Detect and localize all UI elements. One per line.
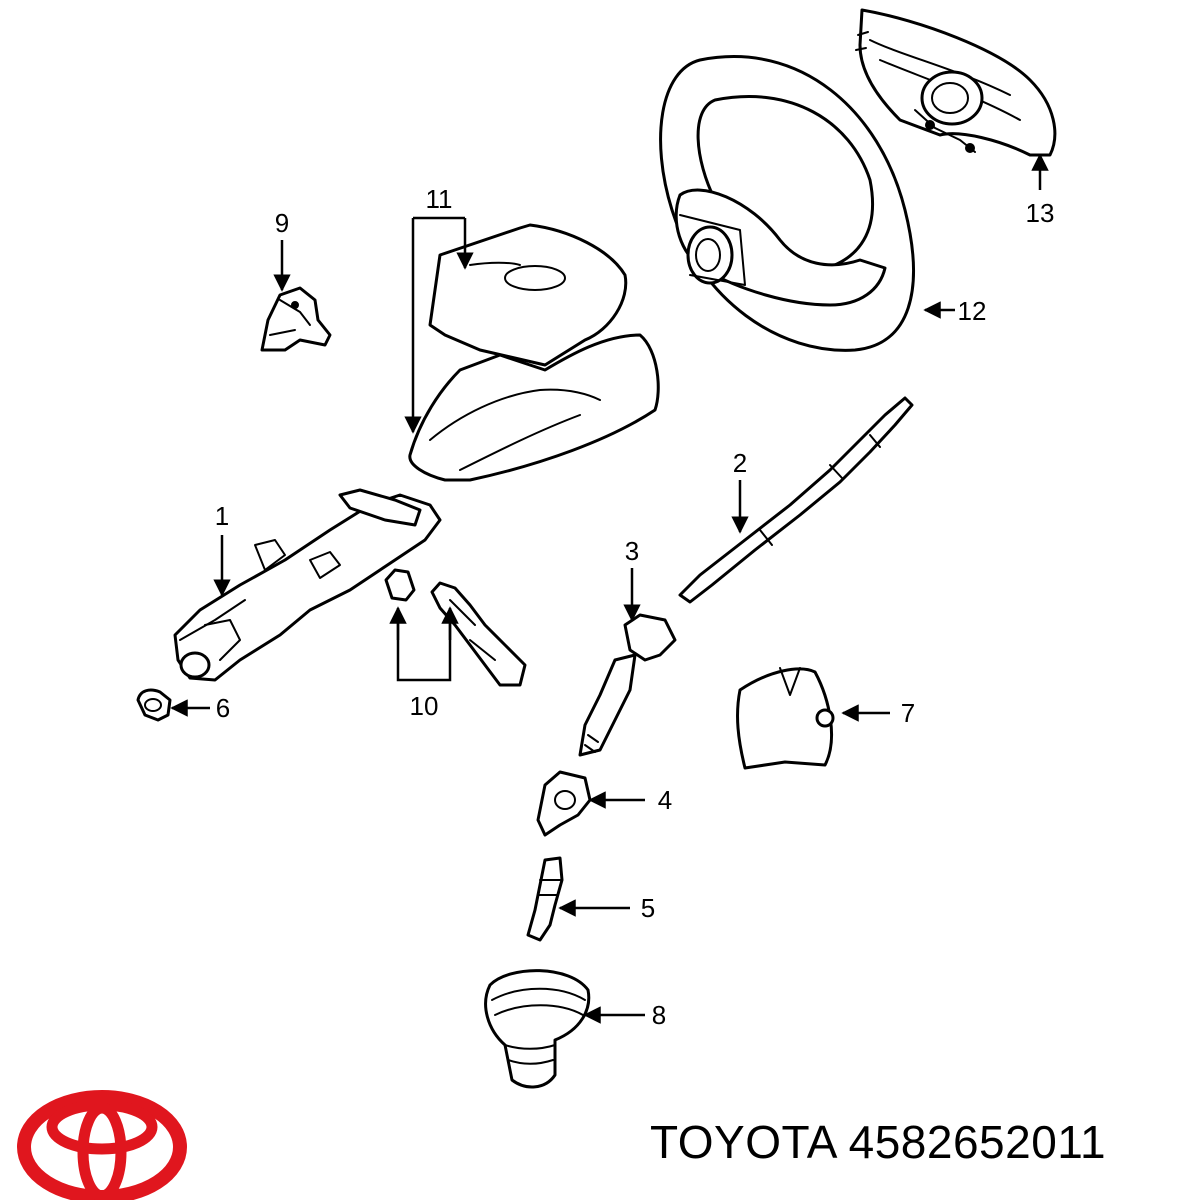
part-2-main-shaft <box>678 396 914 604</box>
part-caption: TOYOTA 4582652011 <box>650 1115 1170 1169</box>
part-3-intermediate-shaft <box>578 613 677 757</box>
callout-9: 9 <box>275 208 289 238</box>
part-6-bushing <box>136 688 172 722</box>
part-7-cover <box>736 667 835 770</box>
part-4-universal-joint <box>536 770 592 837</box>
part-9-switch <box>260 286 332 352</box>
brand-name: TOYOTA <box>650 1116 836 1168</box>
callout-3: 3 <box>625 536 639 566</box>
part-1-steering-column <box>173 488 442 682</box>
part-11-column-cover <box>408 223 660 482</box>
callout-labels: 1 2 3 4 5 6 7 8 9 10 11 12 13 <box>215 184 1055 1030</box>
callout-2: 2 <box>733 448 747 478</box>
part-10-lever-set <box>384 568 527 687</box>
callout-10: 10 <box>410 691 439 721</box>
callout-5: 5 <box>641 893 655 923</box>
part-13-airbag-module <box>855 8 1057 157</box>
callout-13: 13 <box>1026 198 1055 228</box>
callout-1: 1 <box>215 501 229 531</box>
callout-12: 12 <box>958 296 987 326</box>
part-12-steering-wheel <box>659 55 915 352</box>
callout-8: 8 <box>652 1000 666 1030</box>
toyota-logo-icon <box>17 1090 187 1200</box>
part-8-boot <box>484 969 591 1089</box>
callout-4: 4 <box>658 785 672 815</box>
part-number: 4582652011 <box>848 1116 1107 1168</box>
callout-6: 6 <box>216 693 230 723</box>
part-5-lower-shaft <box>526 856 564 942</box>
callout-7: 7 <box>901 698 915 728</box>
callout-11: 11 <box>426 184 453 214</box>
leader-lines <box>170 153 1049 1024</box>
